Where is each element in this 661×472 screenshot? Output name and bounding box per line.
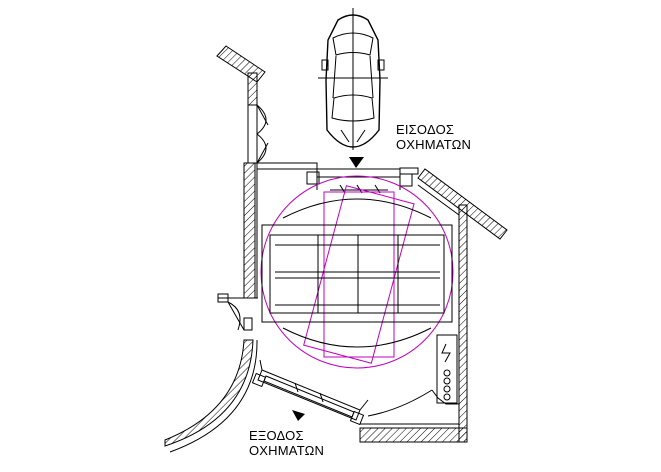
electrical-panel-icon xyxy=(436,334,458,404)
side-door-left xyxy=(217,293,258,331)
exit-garage-door xyxy=(251,359,459,426)
outer-walls xyxy=(164,45,508,453)
entrance-label-line1: ΕΙΣΟΔΟΣ xyxy=(396,122,455,137)
exit-label-line2: ΟΧΗΜΑΤΩΝ xyxy=(249,443,325,458)
exit-label-line1: ΕΞΟΔΟΣ xyxy=(249,428,304,443)
turntable xyxy=(260,175,454,369)
entrance-arrow-icon xyxy=(349,157,364,168)
platform xyxy=(261,198,453,348)
entrance-label-line2: ΟΧΗΜΑΤΩΝ xyxy=(396,137,472,152)
exit-arrow-icon xyxy=(292,410,305,421)
car-top-view-icon xyxy=(318,8,388,150)
side-door-top xyxy=(247,104,269,164)
